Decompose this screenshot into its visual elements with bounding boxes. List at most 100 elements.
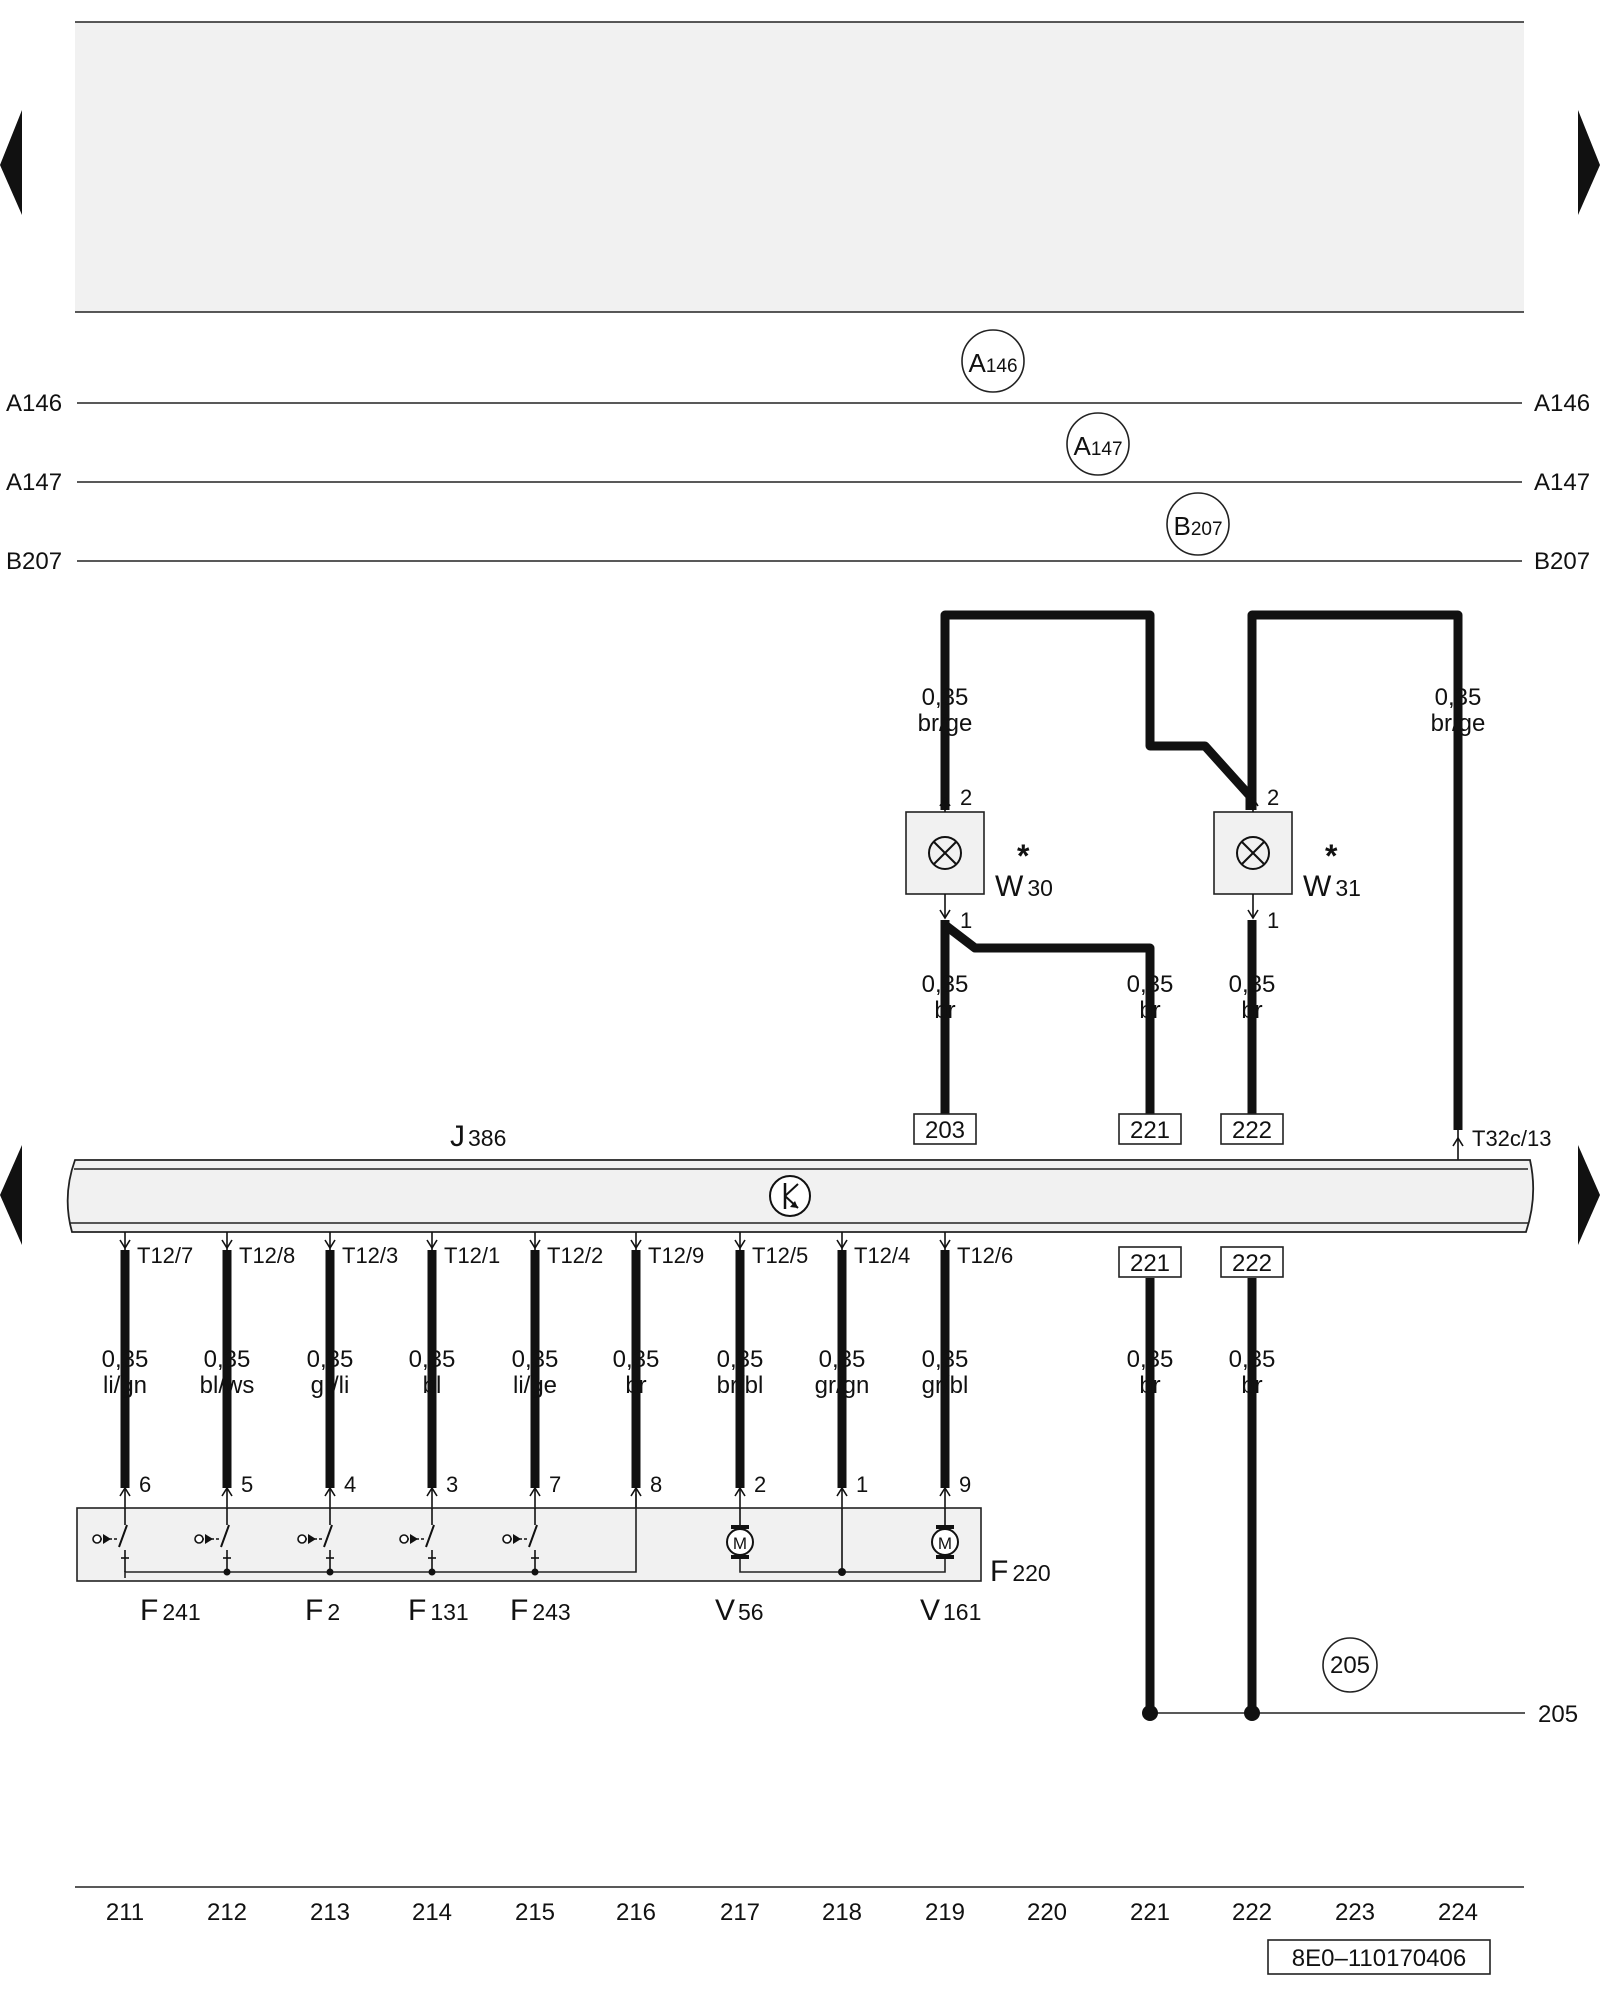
svg-text:0,35: 0,35 (1229, 1346, 1276, 1373)
pin-label: T12/6 (957, 1243, 1013, 1268)
wire-gauge: 0,35 (922, 1346, 969, 1373)
document-code: 8E0–110170406 (1267, 1939, 1491, 1975)
terminal-t32c-13: T32c/13 (1452, 1126, 1552, 1160)
switch-contact-icon (92, 1508, 129, 1572)
junction-dot (428, 1568, 436, 1576)
svg-text:0,35: 0,35 (1229, 971, 1276, 998)
svg-text:br: br (934, 997, 955, 1024)
column-number: 217 (720, 1899, 760, 1926)
ref-box-222[interactable]: 222 (1220, 1113, 1284, 1145)
next-page-arrow-icon[interactable] (1578, 110, 1600, 215)
svg-text:221: 221 (1130, 1250, 1170, 1277)
terminal-arrow-icon (529, 1486, 541, 1497)
terminal-arrow-icon (939, 1239, 951, 1250)
svg-text:0,35: 0,35 (922, 971, 969, 998)
bus-label-left: A146 (6, 390, 62, 417)
switch-common-line (124, 1494, 637, 1578)
pin-number: 5 (241, 1472, 253, 1497)
pin-top: 2 (960, 785, 972, 810)
column-number: 219 (925, 1899, 965, 1926)
wire-br-ge-to-w31 (1247, 610, 1463, 1130)
ground-connection-205: 205 205 (1142, 1637, 1578, 1728)
junction-dot (531, 1568, 539, 1576)
wire-gauge: 0,35 (613, 1346, 660, 1373)
terminal-arrow-icon (221, 1486, 233, 1497)
svg-text:T32c/13: T32c/13 (1472, 1126, 1552, 1151)
bus-line-a147: A147 A147 A147 (6, 412, 1590, 496)
svg-text:br/ge: br/ge (1431, 710, 1486, 737)
wire-color: bl/ws (200, 1372, 255, 1399)
ref-box-203[interactable]: 203 (913, 1113, 977, 1145)
terminal-arrow-icon (630, 1239, 642, 1250)
wire-color: br/bl (717, 1372, 764, 1399)
wire-label-lower-221: 0,35 br (1127, 1346, 1174, 1399)
svg-text:0,35: 0,35 (922, 684, 969, 711)
svg-text:br/ge: br/ge (918, 710, 973, 737)
pin-label: T12/7 (137, 1243, 193, 1268)
wire-label-w31-br: 0,35 br (1229, 971, 1276, 1024)
terminal-arrow-icon (119, 1239, 131, 1250)
svg-text:0,35: 0,35 (1435, 684, 1482, 711)
column-number: 220 (1027, 1899, 1067, 1926)
terminal-arrow-icon (324, 1486, 336, 1497)
pin-label: T12/8 (239, 1243, 295, 1268)
ref-marker-label: A146 (968, 348, 1017, 378)
terminal-arrow-icon (734, 1239, 746, 1250)
terminal-arrow-icon (630, 1486, 642, 1497)
ref-box-221-lower[interactable]: 221 (1118, 1246, 1182, 1278)
terminal-arrow-icon (836, 1239, 848, 1250)
pin-label: T12/3 (342, 1243, 398, 1268)
column-number: 211 (106, 1899, 144, 1926)
pin-label: T12/9 (648, 1243, 704, 1268)
switch-contact-icon (297, 1508, 334, 1576)
terminal-arrow-icon (426, 1239, 438, 1250)
bus-label-right: A146 (1534, 390, 1590, 417)
column-number: 218 (822, 1899, 862, 1926)
ref-marker-label: B207 (1173, 511, 1222, 541)
svg-text:8E0–110170406: 8E0–110170406 (1292, 1945, 1466, 1972)
pin-label: T12/5 (752, 1243, 808, 1268)
junction-dot (838, 1568, 846, 1576)
terminal-arrow-icon (426, 1486, 438, 1497)
junction-dot (223, 1568, 231, 1576)
column-number: 213 (310, 1899, 350, 1926)
wire-color: li/ge (513, 1372, 557, 1399)
wire-gauge: 0,35 (307, 1346, 354, 1373)
prev-section-arrow-icon[interactable] (0, 1145, 22, 1245)
pin-bottom: 1 (960, 908, 972, 933)
pin-label: T12/1 (444, 1243, 500, 1268)
ref-box-222-lower[interactable]: 222 (1220, 1246, 1284, 1278)
wire-label-lower-222: 0,35 br (1229, 1346, 1276, 1399)
terminal-arrow-icon (939, 796, 951, 807)
pin-number: 3 (446, 1472, 458, 1497)
next-section-arrow-icon[interactable] (1578, 1145, 1600, 1245)
svg-text:br: br (1139, 1372, 1160, 1399)
svg-text:0,35: 0,35 (1127, 1346, 1174, 1373)
ground-marker-circle (1322, 1637, 1378, 1693)
terminal-arrow-icon (836, 1486, 848, 1497)
svg-text:221: 221 (1130, 1117, 1170, 1144)
column-number: 215 (515, 1899, 555, 1926)
terminal-arrow-icon (1452, 1136, 1464, 1147)
ref-marker-circle (1066, 412, 1130, 476)
prev-page-arrow-icon[interactable] (0, 110, 22, 215)
optional-star: * (1017, 838, 1030, 874)
column-number: 223 (1335, 1899, 1375, 1926)
ref-box-221[interactable]: 221 (1118, 1113, 1182, 1145)
wire-color: gr/bl (922, 1372, 969, 1399)
